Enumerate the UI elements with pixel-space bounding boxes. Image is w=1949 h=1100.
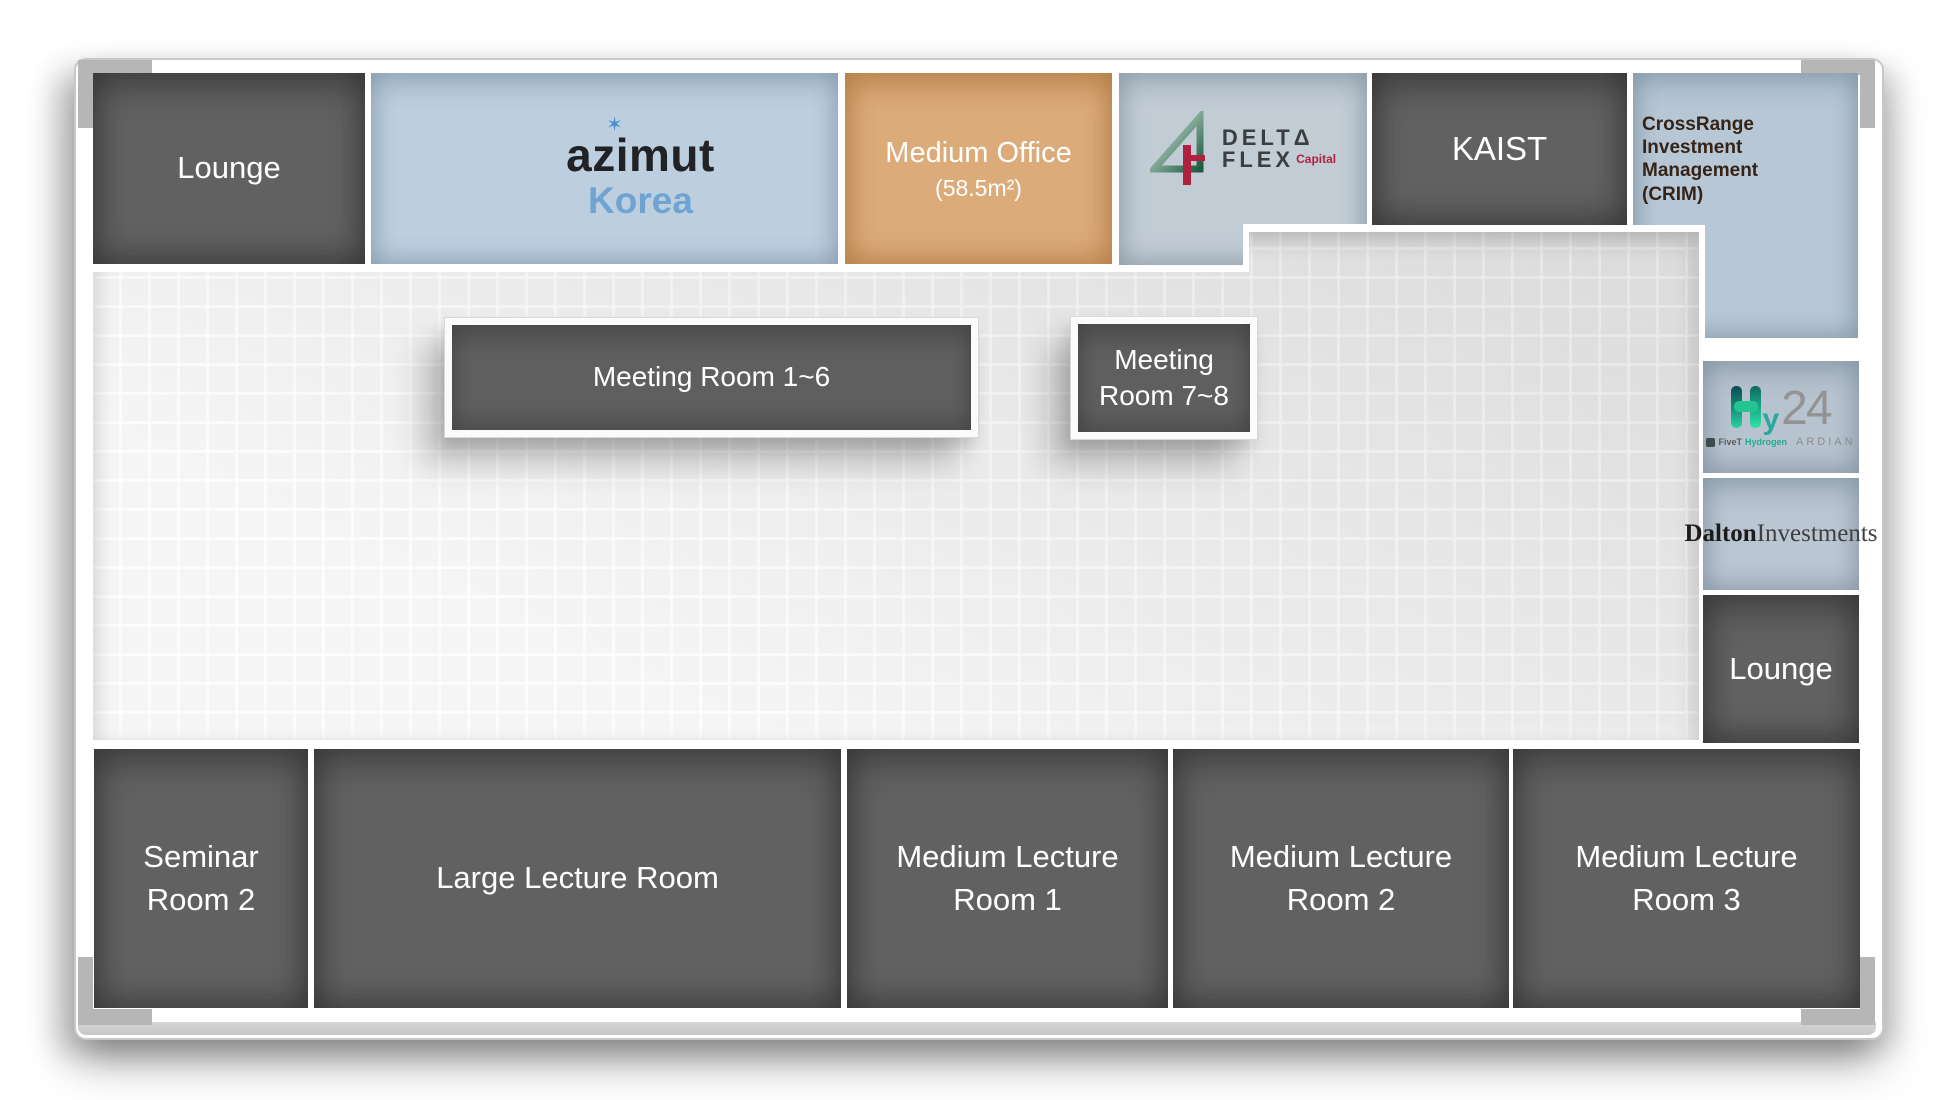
hy24-y-text: y <box>1762 403 1780 436</box>
hydrogen-text: Hydrogen <box>1744 437 1787 447</box>
azimut-logo: ✶ azimut Korea <box>566 115 715 222</box>
room-lounge-right: Lounge <box>1703 595 1859 743</box>
fivet-badge-icon <box>1706 437 1716 447</box>
azimut-korea-text: Korea <box>588 180 693 222</box>
ardian-text: ARDIAN <box>1795 436 1856 448</box>
hy24-logo: y 24 <box>1731 381 1833 435</box>
room-medium-lecture-3: Medium Lecture Room 3 <box>1513 749 1860 1008</box>
room-hy24-ardian: y 24 FiveT Hydrogen ARDIAN <box>1703 361 1859 473</box>
room-label: Lounge <box>177 150 281 186</box>
room-label: Meeting Room 1~6 <box>592 361 831 393</box>
azimut-wordmark: azimut <box>566 129 715 181</box>
floor-shading <box>93 232 1699 740</box>
corner-bracket-top-right <box>1860 60 1875 128</box>
room-label: Large Lecture Room <box>436 860 719 896</box>
hy24-number-text: 24 <box>1781 381 1832 435</box>
corner-bracket-top-left <box>78 60 152 75</box>
crim-label: CrossRange Investment Management (CRIM) <box>1642 113 1858 206</box>
room-label: KAIST <box>1451 130 1548 168</box>
hy24-subbrands: FiveT Hydrogen ARDIAN <box>1706 436 1855 448</box>
corner-bracket-bottom-right <box>1860 957 1875 1025</box>
room-label: Seminar Room 2 <box>143 838 259 917</box>
room-medium-lecture-2: Medium Lecture Room 2 <box>1173 749 1509 1008</box>
deltaflex-line1: DELTΔ <box>1221 124 1314 150</box>
room-medium-lecture-1: Medium Lecture Room 1 <box>847 749 1168 1008</box>
room-meeting-7-8: Meeting Room 7~8 <box>1070 316 1258 440</box>
room-label: Medium Lecture Room 2 <box>1229 838 1453 917</box>
hy24-h-icon <box>1731 386 1762 428</box>
room-lounge-top: Lounge <box>93 73 365 264</box>
room-label: Medium Lecture Room 1 <box>896 838 1119 917</box>
azimut-star-icon: ✶ <box>606 114 623 136</box>
room-medium-office: Medium Office (58.5m²) <box>845 73 1112 264</box>
fivet-text: FiveT <box>1718 437 1742 447</box>
corner-bracket-top-right <box>1801 60 1875 75</box>
room-large-lecture: Large Lecture Room <box>314 749 841 1008</box>
frame-bottom-wall <box>78 1022 1876 1035</box>
room-area: (58.5m²) <box>935 174 1022 201</box>
medium-office-label: Medium Office (58.5m²) <box>885 135 1071 202</box>
room-label: Medium Lecture Room 3 <box>1575 838 1798 917</box>
deltaflex-capital-text: Capital <box>1296 152 1337 166</box>
room-seminar-2: Seminar Room 2 <box>94 749 308 1008</box>
room-label: Medium Office <box>885 137 1072 170</box>
room-azimut-korea: ✶ azimut Korea <box>371 73 838 264</box>
corridor-floor <box>93 232 1699 740</box>
room-label: Meeting Room 7~8 <box>1099 343 1229 411</box>
corner-bracket-top-left <box>78 60 93 128</box>
deltaflex-triangle-icon <box>1149 111 1205 185</box>
room-kaist: KAIST <box>1372 73 1627 225</box>
corner-bracket-bottom-left <box>78 1009 152 1025</box>
crim-line3: (CRIM) <box>1642 183 1704 205</box>
room-dalton-investments: DaltonInvestments <box>1684 478 1878 590</box>
corner-bracket-bottom-right <box>1801 1009 1875 1025</box>
crim-line2: Investment Management <box>1642 137 1759 182</box>
room-label: Lounge <box>1729 650 1833 686</box>
corner-bracket-bottom-left <box>78 957 93 1025</box>
dalton-logo: DaltonInvestments <box>1684 520 1878 547</box>
crim-line1: CrossRange <box>1642 114 1754 135</box>
room-meeting-1-6: Meeting Room 1~6 <box>444 317 979 438</box>
